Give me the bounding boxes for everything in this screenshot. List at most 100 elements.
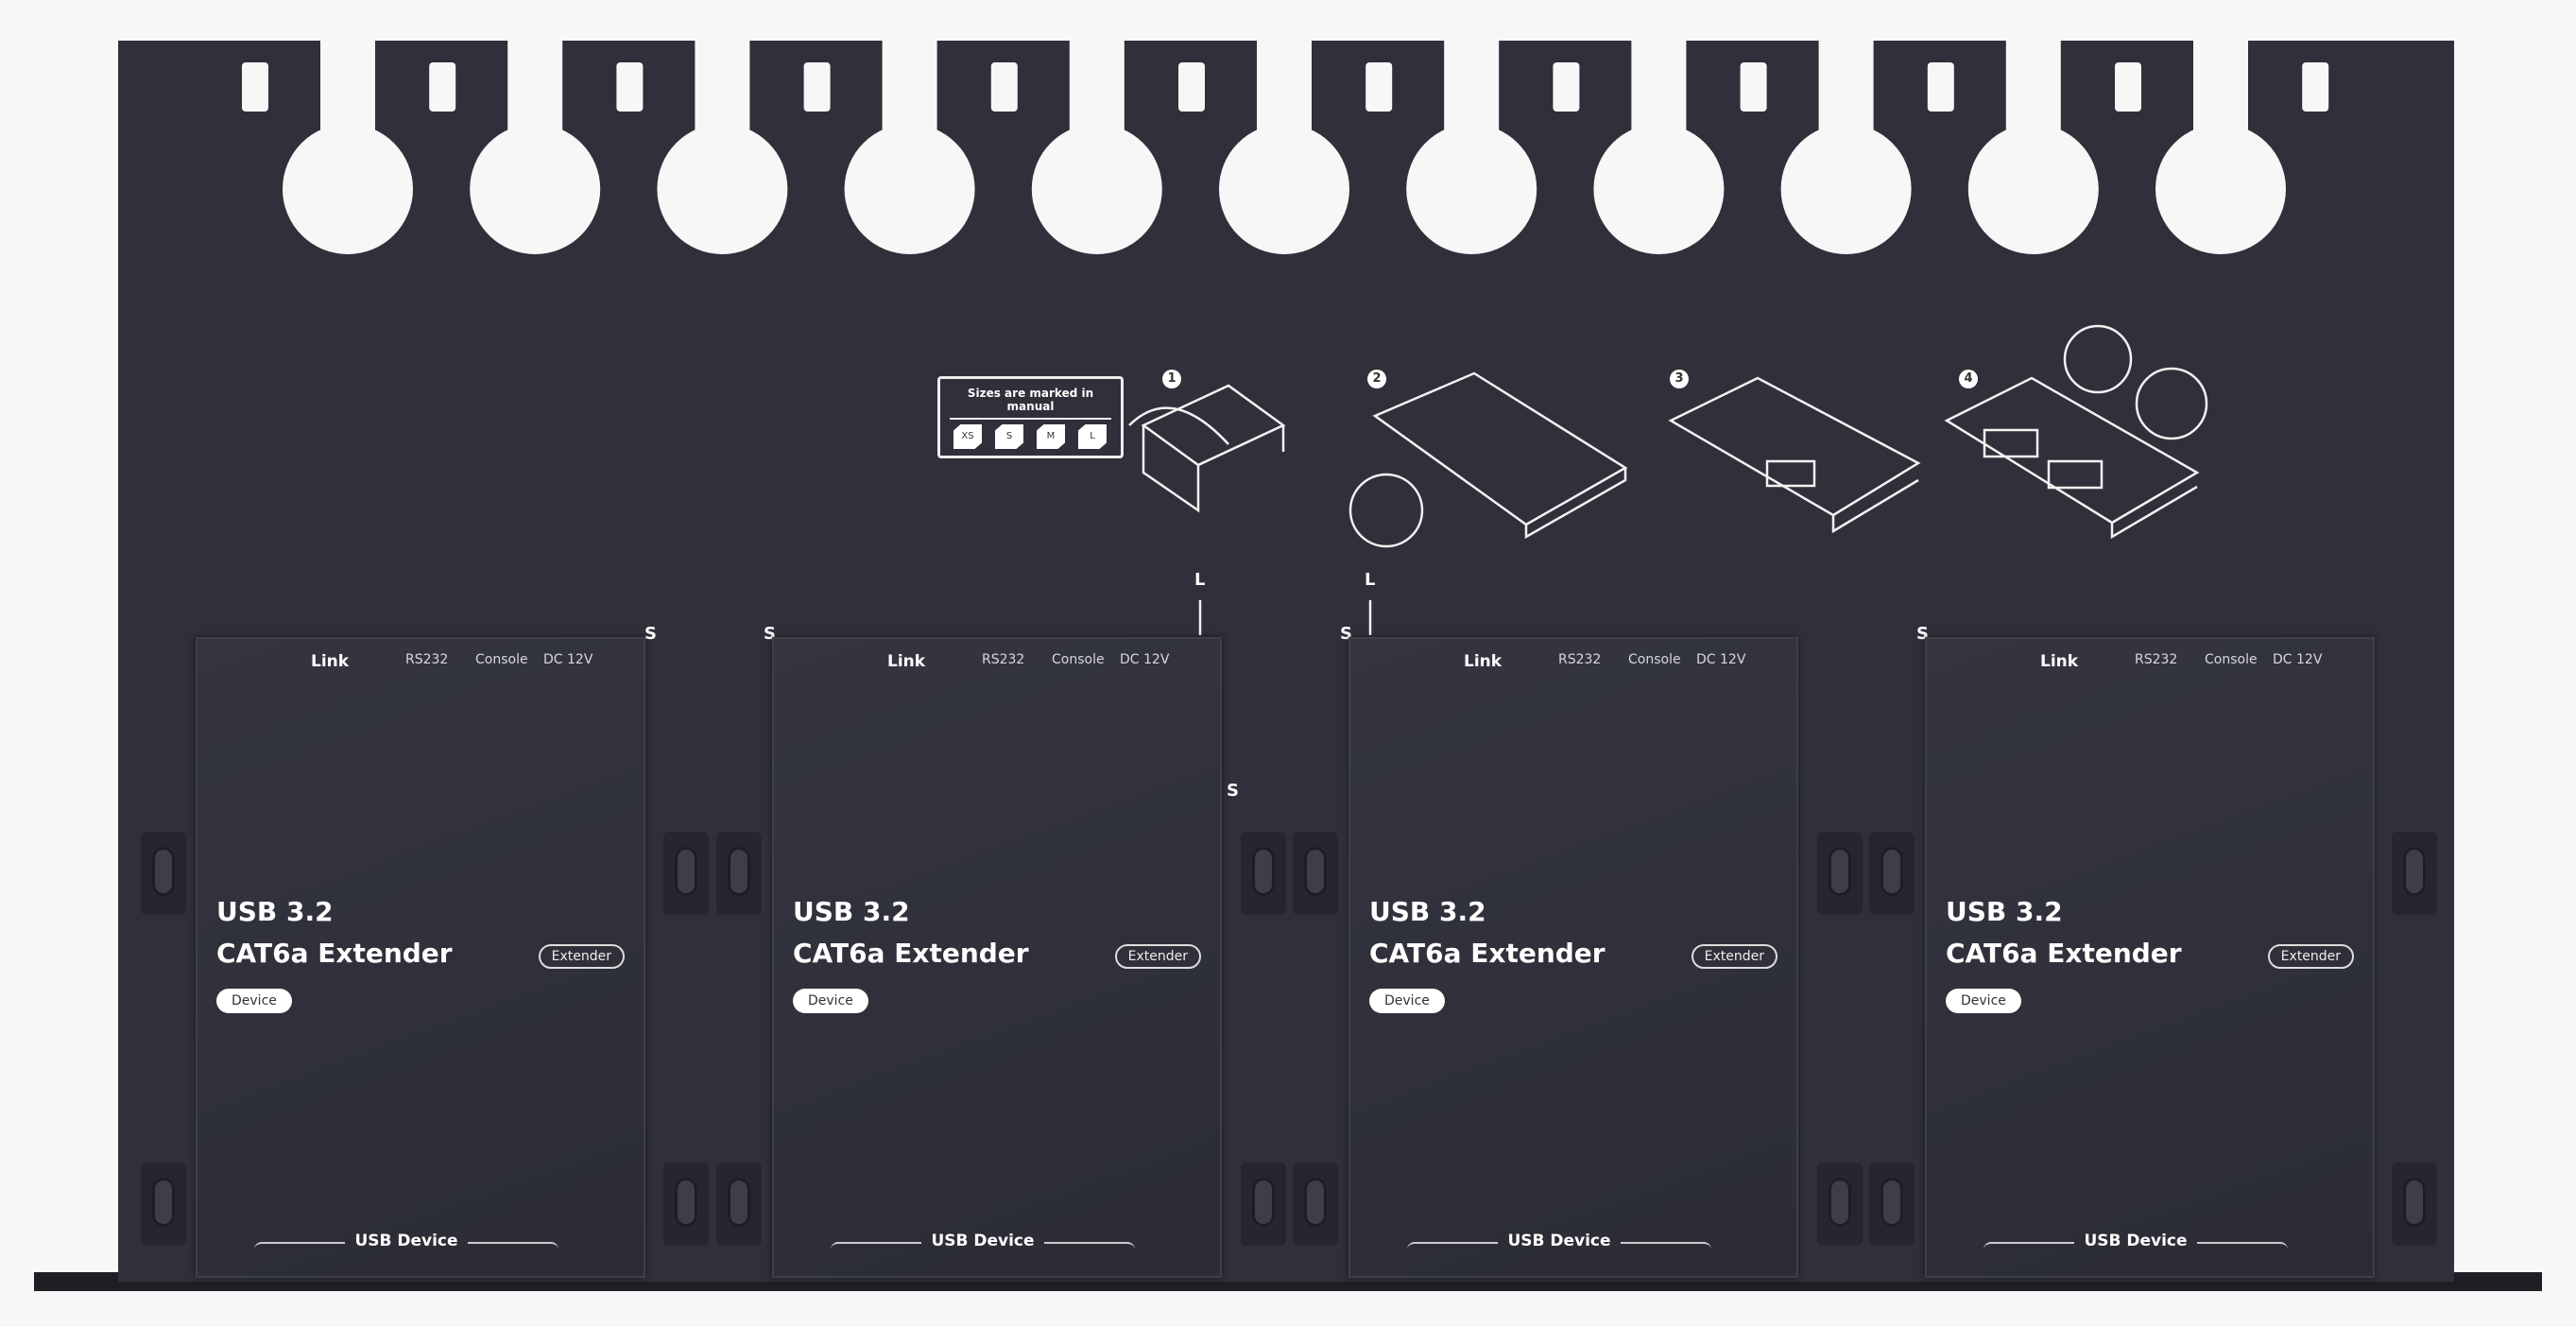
step4-detail-circle: [2135, 367, 2208, 440]
installation-illustrations: [1128, 324, 2208, 635]
keyhole-mount-icon: [663, 1163, 709, 1246]
usb-port-label-group: USB Device: [254, 1232, 558, 1263]
cable-keyhole: [844, 124, 975, 254]
tie-slot: [429, 62, 456, 112]
sizes-caption: Sizes are marked in manual: [950, 387, 1111, 420]
step4-detail-circle: [2063, 324, 2133, 394]
keyhole-mount-icon: [663, 832, 709, 915]
cable-keyhole: [470, 124, 601, 254]
port-label: Link: [311, 652, 350, 671]
keyhole-mount-icon: [1869, 832, 1915, 915]
arrow-icon: [1128, 406, 1229, 445]
keyhole-mount-icon: [141, 1163, 186, 1246]
keyhole-mount-icon: [1293, 832, 1338, 915]
tie-slot: [2115, 62, 2141, 112]
keyhole-mount-icon: [1241, 832, 1286, 915]
port-label: Console: [1052, 652, 1105, 667]
step2-illustration: [1372, 371, 1628, 540]
device-title-line2: CAT6a Extender: [793, 938, 1029, 969]
device-title-line1: USB 3.2: [1946, 896, 2063, 927]
tie-slots: [242, 62, 2329, 112]
device-title-line1: USB 3.2: [216, 896, 334, 927]
tie-slot: [990, 62, 1018, 112]
cable-keyhole: [1967, 124, 2099, 254]
type-badge: Extender: [538, 944, 625, 969]
sizes-legend: Sizes are marked in manual XS S M L: [937, 376, 1124, 458]
device-title-line1: USB 3.2: [1369, 896, 1486, 927]
size-marker-l: L: [1365, 570, 1376, 590]
usb-port-label: USB Device: [921, 1232, 1044, 1250]
tie-slot: [803, 62, 831, 112]
cable-keyhole: [1031, 124, 1162, 254]
usb-port-label: USB Device: [2074, 1232, 2197, 1250]
keyhole-mount-icon: [1817, 832, 1863, 915]
port-label: RS232: [982, 652, 1025, 667]
keyhole-mount-icon: [1869, 1163, 1915, 1246]
role-badge: Device: [793, 989, 868, 1013]
keyhole-mount-icon: [2392, 1163, 2437, 1246]
cable-keyhole: [1219, 124, 1349, 254]
type-badge: Extender: [1691, 944, 1777, 969]
usb-port-label-group: USB Device: [831, 1232, 1135, 1263]
tie-slot: [1553, 62, 1580, 112]
keyhole-mount-icon: [1817, 1163, 1863, 1246]
cable-keyhole: [1406, 124, 1537, 254]
size-marker-s: S: [1227, 781, 1239, 801]
size-xs-badge: XS: [953, 424, 982, 449]
port-label: RS232: [405, 652, 449, 667]
step2-detail-circle: [1348, 473, 1424, 548]
size-m-badge: M: [1037, 424, 1065, 449]
size-marker-l: L: [1194, 570, 1206, 590]
keyhole-mount-icon: [716, 832, 762, 915]
type-badge: Extender: [1114, 944, 1201, 969]
keyhole-mount-icon: [716, 1163, 762, 1246]
keyhole-mount-icon: [1241, 1163, 1286, 1246]
type-badge: Extender: [2267, 944, 2354, 969]
port-label: DC 12V: [2273, 652, 2323, 667]
port-label: Link: [887, 652, 926, 671]
role-badge: Device: [216, 989, 292, 1013]
port-label: DC 12V: [543, 652, 593, 667]
device-title-line2: CAT6a Extender: [216, 938, 453, 969]
port-label: DC 12V: [1696, 652, 1746, 667]
step-number: 1: [1162, 370, 1181, 388]
extender-device-card[interactable]: Link RS232 Console DC 12V USB 3.2 CAT6a Exte…: [1925, 637, 2375, 1278]
keyhole-mount-icon: [141, 832, 186, 915]
role-badge: Device: [1946, 989, 2021, 1013]
tie-slot: [1365, 62, 1393, 112]
port-label: Link: [2040, 652, 2079, 671]
cable-keyhole: [657, 124, 788, 254]
tie-slot: [242, 62, 268, 112]
port-label: DC 12V: [1120, 652, 1170, 667]
device-title-line1: USB 3.2: [793, 896, 910, 927]
device-title-line2: CAT6a Extender: [1946, 938, 2182, 969]
usb-port-label: USB Device: [1498, 1232, 1621, 1250]
usb-port-label-group: USB Device: [1984, 1232, 2288, 1263]
tie-slot: [1740, 62, 1767, 112]
keyhole-mount-icon: [2392, 832, 2437, 915]
port-label: Console: [1628, 652, 1681, 667]
device-sketch: [1765, 459, 1816, 488]
cable-keyhole: [283, 124, 413, 254]
device-sketch: [1983, 428, 2039, 458]
step-number: 4: [1959, 370, 1978, 388]
extender-device-card[interactable]: Link RS232 Console DC 12V USB 3.2 CAT6a Exte…: [772, 637, 1222, 1278]
cable-keyhole: [1780, 124, 1912, 254]
port-label: Console: [2205, 652, 2258, 667]
port-label: RS232: [2135, 652, 2178, 667]
size-marker-s: S: [644, 624, 657, 644]
size-l-badge: L: [1078, 424, 1107, 449]
tie-slot: [1927, 62, 1954, 112]
keyhole-mount-icon: [1293, 1163, 1338, 1246]
step-number: 3: [1670, 370, 1689, 388]
cable-keyhole: [1593, 124, 1725, 254]
tie-slot: [2302, 62, 2329, 112]
step-number: 2: [1367, 370, 1386, 388]
tie-slot: [1178, 62, 1205, 112]
size-s-badge: S: [995, 424, 1023, 449]
device-title-line2: CAT6a Extender: [1369, 938, 1606, 969]
step3-illustration: [1668, 376, 1921, 534]
